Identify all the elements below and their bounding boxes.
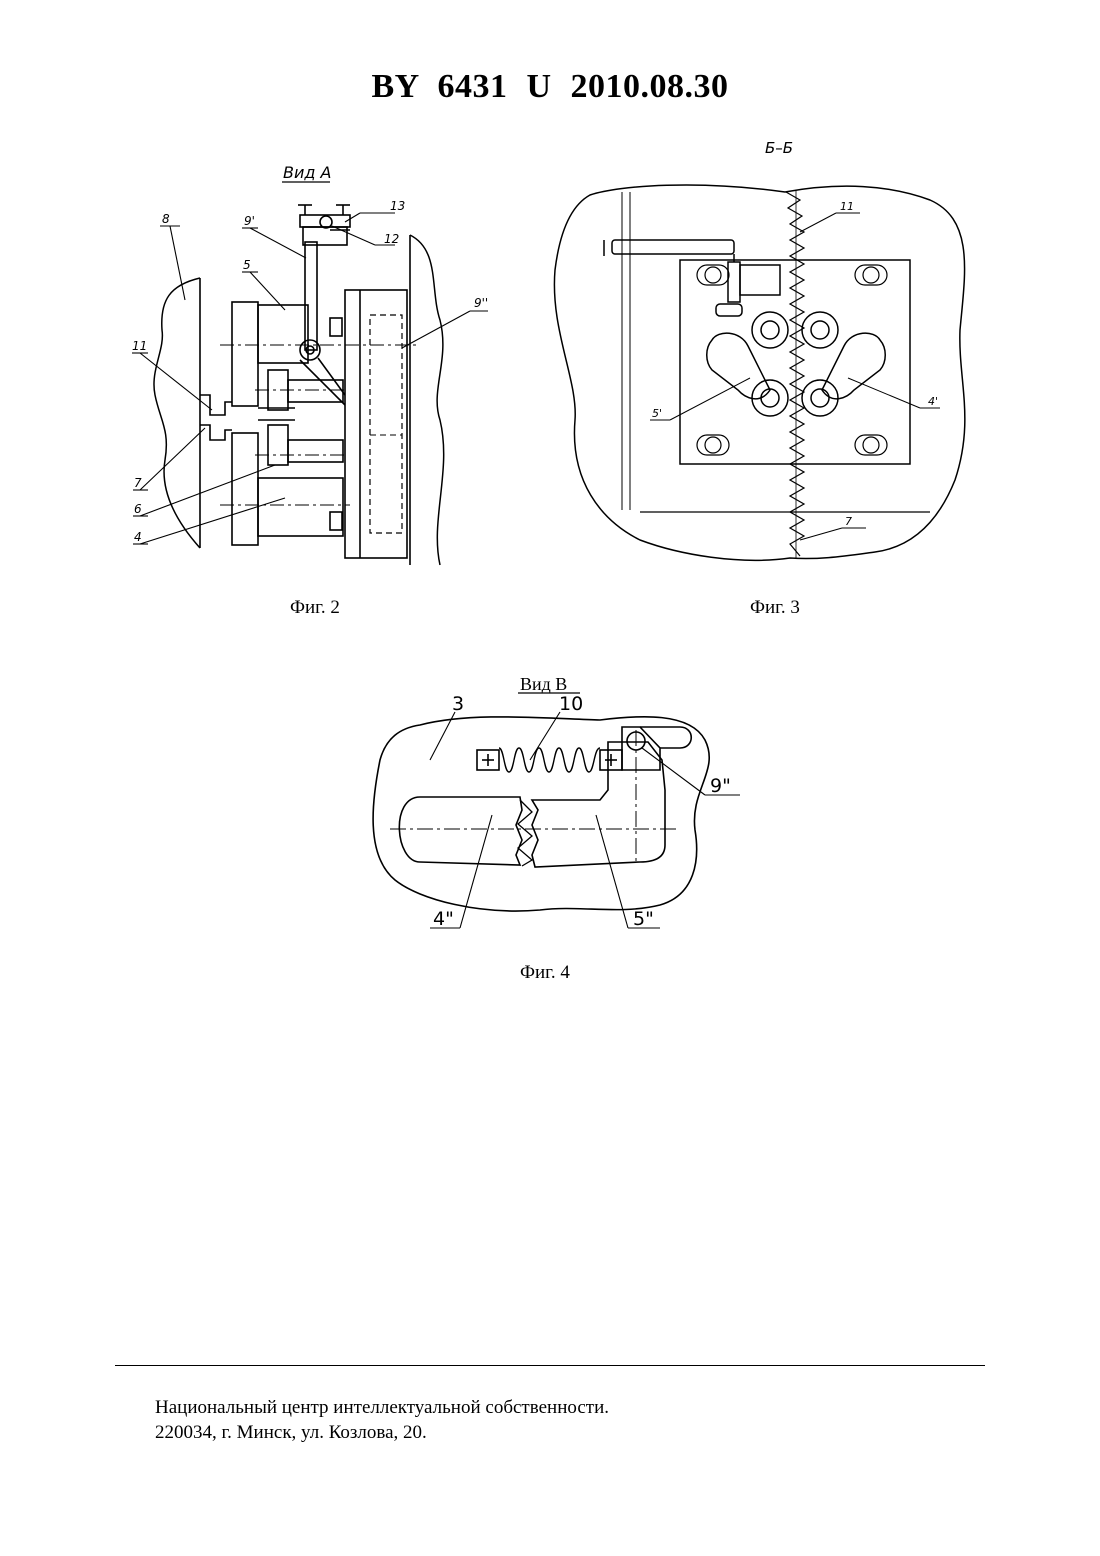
footer-address: 220034, г. Минск, ул. Козлова, 20. (155, 1420, 609, 1445)
figure-4-drawing: Вид В 3 10 9" 4" 5" (360, 665, 750, 940)
fig2-caption: Фиг. 2 (290, 597, 340, 619)
fig4-label-3: 3 (452, 693, 464, 715)
fig2-label-6: 6 (134, 502, 142, 516)
fig3-caption: Фиг. 3 (750, 597, 800, 619)
fig4-label-9dprime: 9" (710, 775, 731, 797)
footer-block: Национальный центр интеллектуальной собс… (155, 1395, 609, 1445)
footer-divider (115, 1365, 985, 1366)
fig4-caption: Фиг. 4 (520, 962, 570, 984)
fig4-label-10: 10 (559, 693, 583, 715)
fig2-label-12: 12 (384, 232, 399, 246)
fig3-view-label: Б–Б (765, 139, 793, 157)
fig2-label-11: 11 (132, 339, 147, 353)
figure-3-drawing: Б–Б 11 5' 4' 7 (550, 130, 980, 570)
fig2-label-9prime: 9' (244, 214, 255, 228)
fig4-label-4dprime: 4" (433, 908, 454, 930)
fig3-label-11: 11 (840, 200, 854, 213)
fig2-label-7: 7 (134, 476, 142, 490)
fig2-label-13: 13 (390, 199, 405, 213)
fig3-label-5prime: 5' (652, 407, 662, 420)
document-header: BY 6431 U 2010.08.30 (0, 68, 1100, 106)
figure-2-drawing: Вид А (120, 150, 460, 580)
fig4-view-label: Вид В (520, 674, 567, 694)
fig3-label-4prime: 4' (928, 395, 938, 408)
fig2-view-label: Вид А (283, 163, 331, 182)
fig4-label-5dprime: 5" (633, 908, 654, 930)
fig2-label-9dprime: 9'' (474, 296, 488, 310)
fig2-label-8: 8 (162, 212, 170, 226)
fig2-label-5: 5 (243, 258, 251, 272)
footer-organization: Национальный центр интеллектуальной собс… (155, 1395, 609, 1420)
fig3-label-7: 7 (845, 515, 852, 528)
fig2-label-4: 4 (134, 530, 142, 544)
